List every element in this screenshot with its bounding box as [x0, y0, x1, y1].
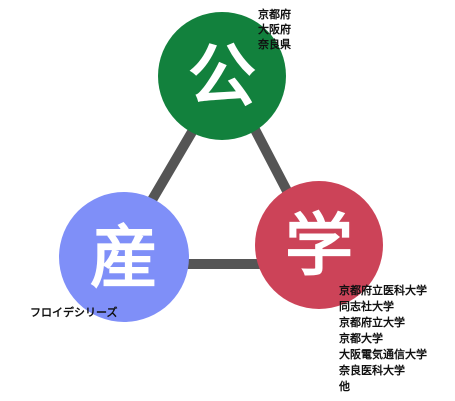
- academia-member: 奈良医科大学: [339, 364, 405, 377]
- node-government-circle: [158, 12, 286, 140]
- academia-members-list: 京都府立医科大学 同志社大学 京都府立大学 京都大学 大阪電気通信大学 奈良医科…: [339, 283, 427, 395]
- node-academia-char: 学: [285, 207, 353, 286]
- node-academia: 学: [255, 181, 383, 309]
- government-member: 京都府: [258, 8, 291, 21]
- government-member: 奈良県: [258, 38, 291, 51]
- academia-member: 他: [339, 380, 350, 393]
- node-industry: 産: [59, 192, 189, 322]
- academia-member: 京都府立医科大学: [339, 284, 427, 297]
- academia-member: 同志社大学: [339, 300, 394, 313]
- node-government: 公: [158, 12, 286, 140]
- industry-members-list: フロイデシリーズ: [30, 305, 117, 320]
- academia-member: 大阪電気通信大学: [339, 348, 427, 361]
- government-member: 大阪府: [258, 23, 291, 36]
- node-industry-char: 産: [90, 219, 158, 298]
- academia-member: 京都府立大学: [339, 316, 405, 329]
- node-government-char: 公: [188, 38, 256, 117]
- node-industry-circle: [59, 192, 189, 322]
- academia-member: 京都大学: [339, 332, 383, 345]
- government-members-list: 京都府 大阪府 奈良県: [258, 7, 291, 52]
- node-academia-circle: [255, 181, 383, 309]
- industry-member: フロイデシリーズ: [30, 306, 118, 319]
